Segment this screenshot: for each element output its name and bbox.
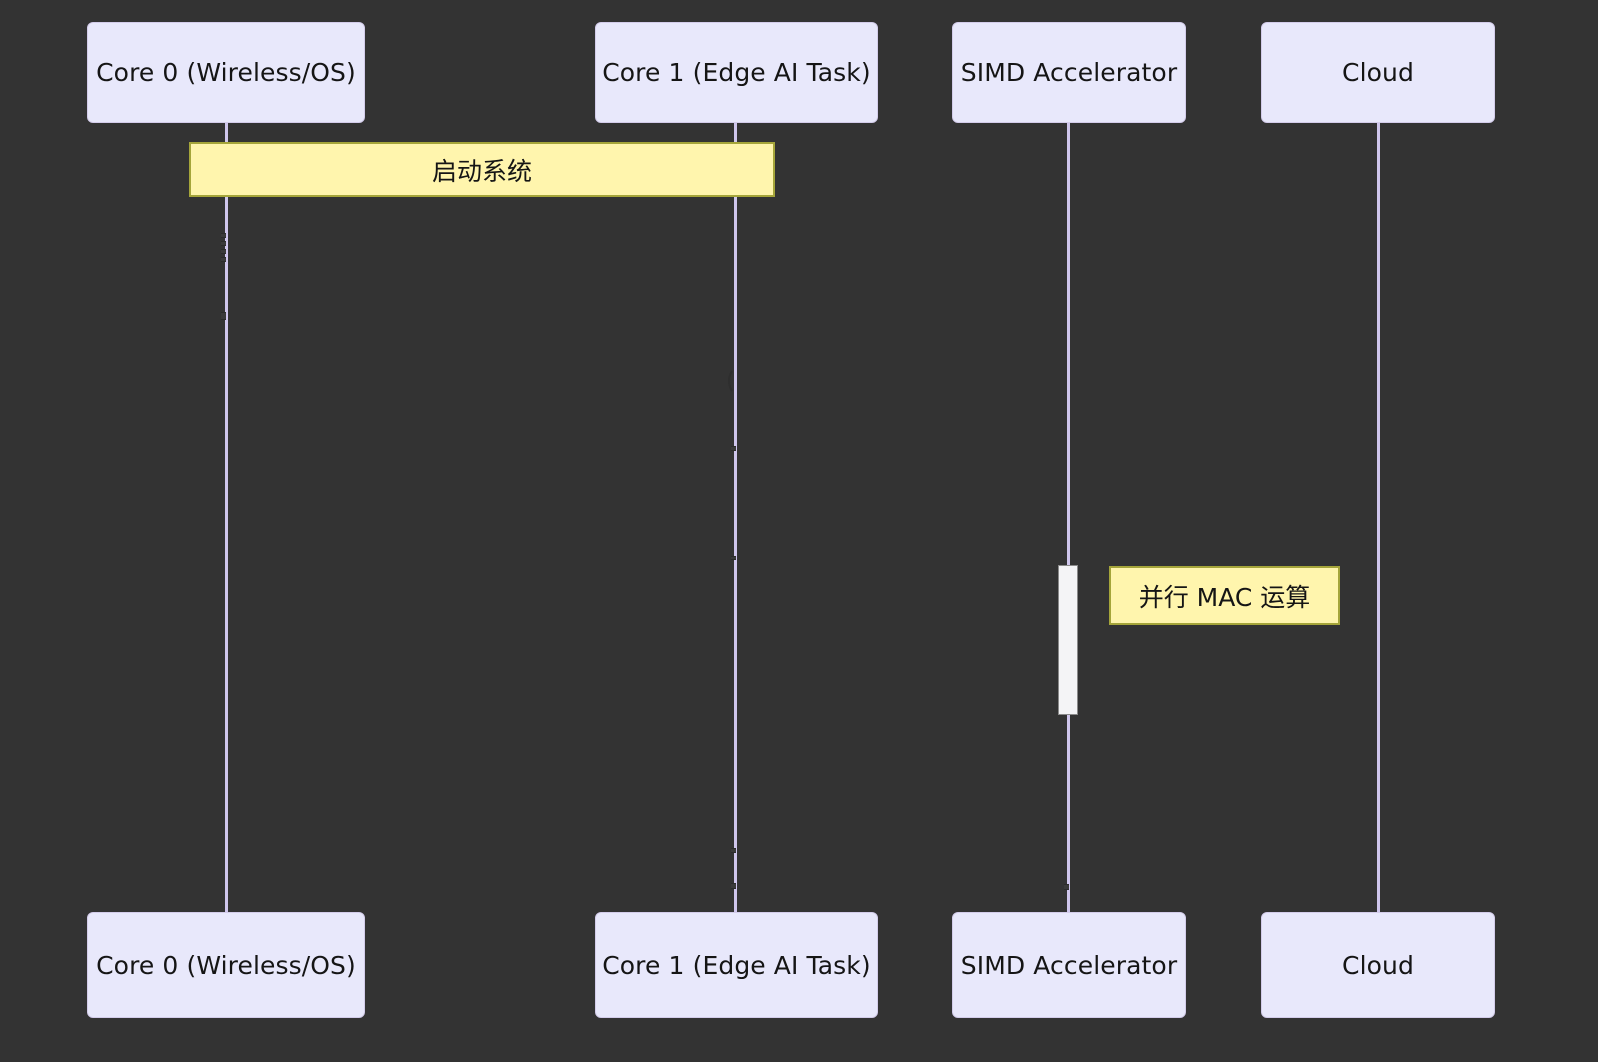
participant-footer-simd-label: SIMD Accelerator bbox=[960, 950, 1178, 980]
lifeline-simd bbox=[1067, 123, 1070, 912]
core0-mark-4 bbox=[221, 257, 226, 262]
core0-mark-5 bbox=[221, 312, 226, 320]
participant-footer-simd[interactable]: SIMD Accelerator bbox=[952, 912, 1186, 1018]
lifeline-core1 bbox=[734, 123, 737, 912]
participant-header-simd[interactable]: SIMD Accelerator bbox=[952, 22, 1186, 123]
participant-footer-core1[interactable]: Core 1 (Edge AI Task) bbox=[595, 912, 878, 1018]
core1-mark-3 bbox=[731, 848, 736, 853]
core0-mark-2 bbox=[221, 241, 226, 246]
participant-header-core1[interactable]: Core 1 (Edge AI Task) bbox=[595, 22, 878, 123]
activation-bar-simd bbox=[1058, 565, 1078, 715]
note-parallel-mac[interactable]: 并行 MAC 运算 bbox=[1109, 566, 1340, 625]
participant-header-core0[interactable]: Core 0 (Wireless/OS) bbox=[87, 22, 365, 123]
participant-footer-core0-label: Core 0 (Wireless/OS) bbox=[96, 950, 356, 980]
note-boot-system[interactable]: 启动系统 bbox=[189, 142, 775, 197]
core1-mark-2 bbox=[731, 556, 736, 560]
participant-footer-core1-label: Core 1 (Edge AI Task) bbox=[602, 950, 871, 980]
core1-mark-1 bbox=[731, 446, 736, 451]
core0-mark-3 bbox=[221, 249, 226, 254]
participant-header-core0-label: Core 0 (Wireless/OS) bbox=[96, 58, 356, 87]
participant-footer-cloud-label: Cloud bbox=[1342, 950, 1414, 980]
participant-header-simd-label: SIMD Accelerator bbox=[960, 58, 1178, 87]
lifeline-core0 bbox=[225, 123, 228, 912]
simd-mark-1 bbox=[1064, 884, 1069, 890]
participant-footer-cloud[interactable]: Cloud bbox=[1261, 912, 1495, 1018]
lifeline-cloud bbox=[1377, 123, 1380, 912]
note-boot-system-label: 启动系统 bbox=[431, 156, 532, 186]
participant-header-cloud-label: Cloud bbox=[1342, 58, 1414, 87]
core1-mark-4 bbox=[731, 883, 736, 889]
core1-self-arc bbox=[728, 367, 748, 395]
participant-footer-core0[interactable]: Core 0 (Wireless/OS) bbox=[87, 912, 365, 1018]
participant-header-cloud[interactable]: Cloud bbox=[1261, 22, 1495, 123]
note-parallel-mac-label: 并行 MAC 运算 bbox=[1138, 582, 1311, 612]
participant-header-core1-label: Core 1 (Edge AI Task) bbox=[602, 58, 871, 87]
core0-mark-1 bbox=[221, 233, 226, 238]
